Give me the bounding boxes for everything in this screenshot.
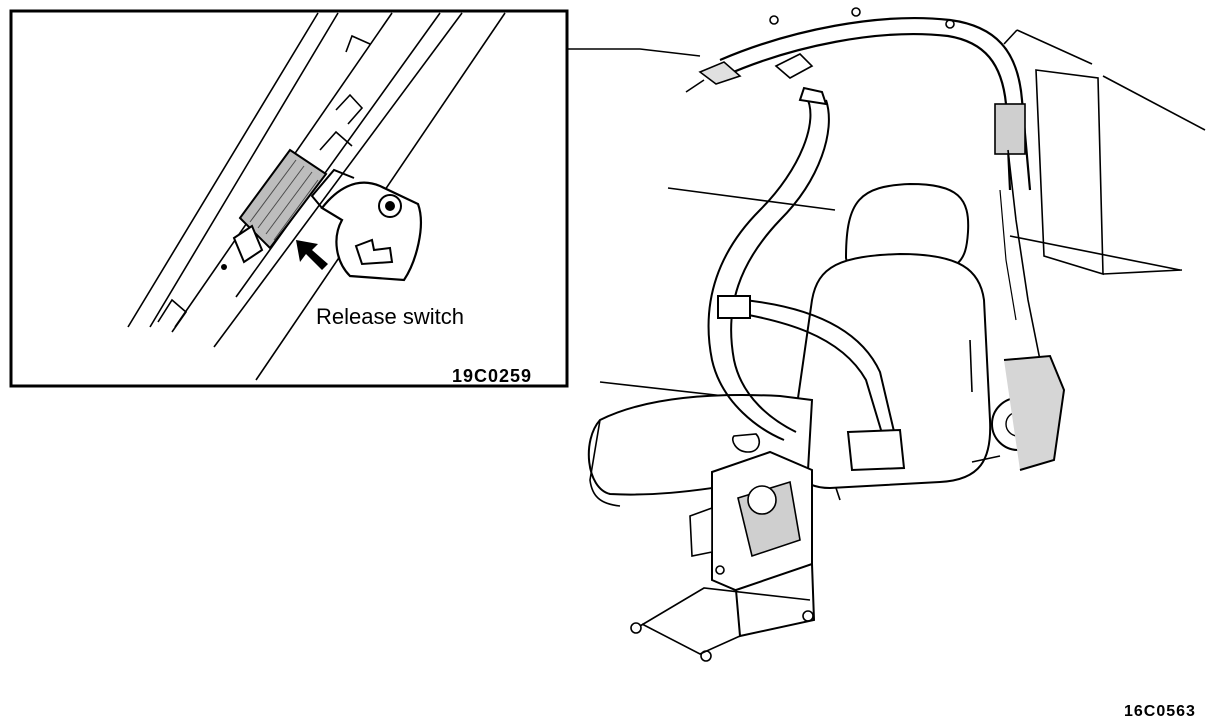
release-switch-label: Release switch — [316, 304, 464, 329]
retractor-pillar — [969, 339, 1066, 471]
pillar-rails — [127, 12, 506, 381]
release-arrow-icon — [296, 240, 328, 270]
inset-detail-view: Release switch 19C0259 — [9, 9, 701, 388]
buckle-assembly — [630, 433, 816, 662]
main-seat-belt-view — [587, 7, 1206, 662]
belt-anchor — [310, 168, 422, 282]
main-figure-code: 16C0563 — [1124, 703, 1196, 720]
anchor-slider — [221, 148, 328, 270]
body-panel-lines — [599, 29, 1206, 401]
inset-leader-line — [567, 48, 701, 57]
inset-figure-code: 19C0259 — [452, 366, 532, 386]
seat — [587, 182, 992, 507]
pillar-trim — [685, 7, 1041, 361]
seat-belt-webbing — [707, 86, 906, 472]
